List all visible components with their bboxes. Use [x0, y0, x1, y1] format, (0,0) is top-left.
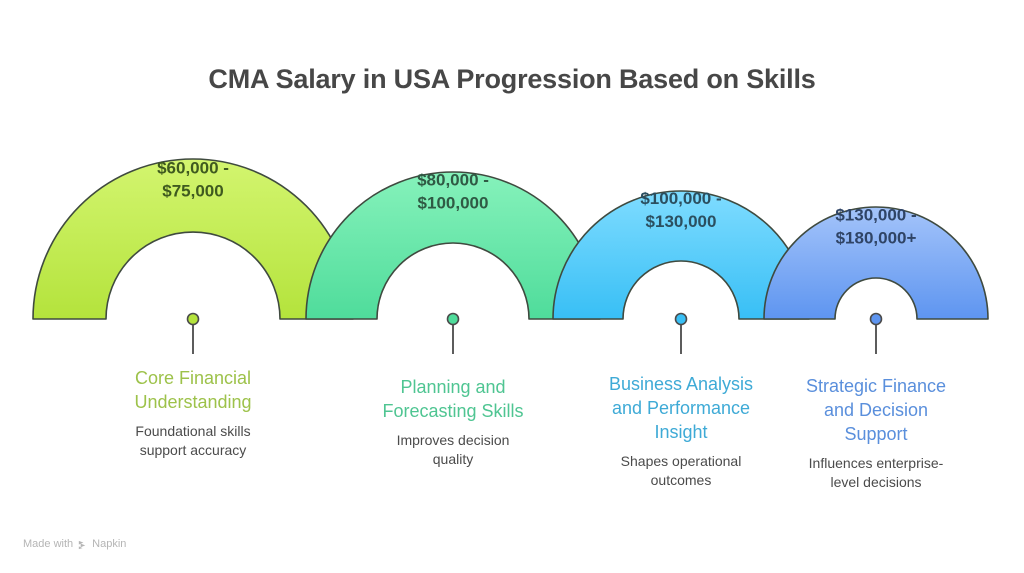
salary-range-line-2: $75,000	[162, 182, 223, 201]
salary-range-line-1: $80,000 -	[417, 171, 489, 190]
salary-range-line-2: $130,000	[646, 212, 717, 231]
pin-marker-3	[674, 312, 688, 354]
stage-2-description: Improves decision quality	[396, 432, 510, 467]
stage-4-title: Strategic Finance and Decision Support	[805, 376, 947, 444]
salary-range-line-2: $180,000+	[836, 229, 917, 248]
napkin-logo-icon	[78, 540, 86, 549]
stage-2-title: Planning and Forecasting Skills	[382, 377, 524, 421]
stage-4-text: Strategic Finance and Decision Support I…	[791, 374, 961, 492]
salary-arch-1: $60,000 - $75,000	[32, 158, 354, 320]
stage-1-text: Core Financial Understanding Foundationa…	[93, 366, 293, 460]
pin-marker-2	[446, 312, 460, 354]
salary-arch-4: $130,000 - $180,000+	[763, 206, 989, 320]
stage-2-text: Planning and Forecasting Skills Improves…	[363, 375, 543, 469]
stage-3-text: Business Analysis and Performance Insigh…	[596, 372, 766, 490]
salary-range-line-2: $100,000	[418, 194, 489, 213]
stage-4-description: Influences enterprise-level decisions	[808, 455, 944, 490]
salary-arch-2: $80,000 - $100,000	[305, 171, 601, 320]
footer-brand: Napkin	[92, 538, 127, 550]
salary-range-line-1: $100,000 -	[640, 189, 721, 208]
diagram-title: CMA Salary in USA Progression Based on S…	[208, 64, 816, 94]
pin-marker-1	[186, 312, 200, 354]
stage-3-title: Business Analysis and Performance Insigh…	[608, 374, 754, 442]
stage-1-description: Foundational skills support accuracy	[135, 423, 251, 458]
stage-1-title: Core Financial Understanding	[134, 368, 252, 412]
salary-range-line-1: $130,000 -	[835, 206, 916, 225]
footer-watermark: Made with Napkin	[23, 538, 126, 550]
stage-3-description: Shapes operational outcomes	[620, 453, 742, 488]
salary-range-line-1: $60,000 -	[157, 159, 229, 178]
footer-prefix: Made with	[23, 538, 74, 550]
pin-marker-4	[869, 312, 883, 354]
